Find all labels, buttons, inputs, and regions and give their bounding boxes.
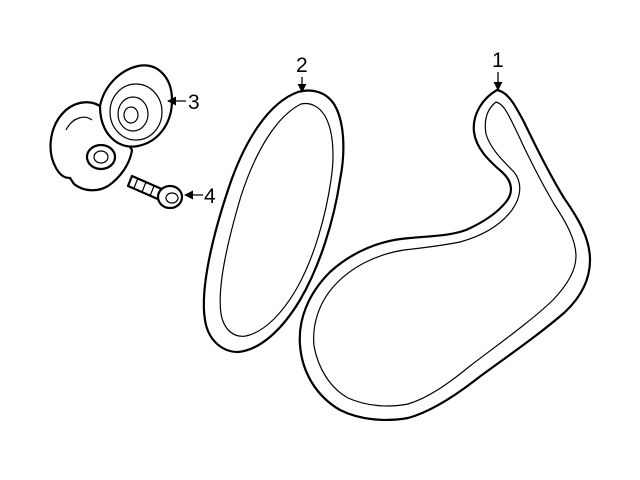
callout-4-label: 4 [204, 185, 216, 208]
belt-tensioner[interactable] [49, 64, 174, 192]
belt-small[interactable] [202, 89, 345, 354]
callout-2-label: 2 [296, 54, 308, 77]
callout-1: 1 [492, 49, 504, 91]
callout-3: 3 [167, 91, 200, 114]
callout-2: 2 [296, 54, 308, 93]
callout-4: 4 [184, 185, 216, 208]
callout-1-label: 1 [492, 49, 504, 72]
tensioner-bolt[interactable] [126, 174, 184, 210]
callout-3-label: 3 [188, 91, 200, 114]
serpentine-belt-large[interactable] [298, 88, 592, 422]
